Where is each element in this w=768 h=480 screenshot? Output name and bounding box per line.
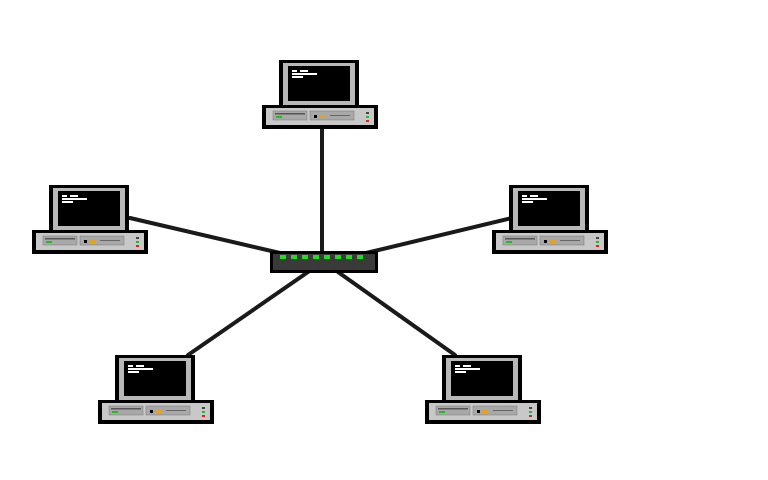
- port-led: [291, 255, 297, 259]
- computer-bottom-right: [425, 355, 541, 424]
- power-led: [112, 411, 118, 413]
- floppy-drive: [42, 235, 78, 246]
- monitor-screen: [518, 191, 580, 226]
- drive-detail: [493, 410, 513, 411]
- screen-text-line: [128, 365, 133, 367]
- power-led: [439, 411, 445, 413]
- monitor-screen: [288, 66, 350, 101]
- indicator-led: [529, 407, 532, 409]
- drive-slot: [45, 238, 75, 240]
- port-led: [280, 255, 286, 259]
- screen-text-line: [292, 70, 297, 72]
- drive-button: [150, 410, 153, 413]
- screen-text-line: [128, 368, 153, 370]
- screen-text-line: [522, 195, 527, 197]
- screen-text-line: [62, 195, 67, 197]
- floppy-drive: [272, 110, 308, 121]
- screen-text-line: [463, 365, 471, 367]
- computer-left: [32, 185, 148, 254]
- port-led: [324, 255, 330, 259]
- computer-top: [262, 60, 378, 129]
- port-led: [302, 255, 308, 259]
- screen-text-line: [455, 368, 480, 370]
- cable-bottom-left: [186, 270, 310, 357]
- drive-button: [544, 240, 547, 243]
- indicator-led: [366, 120, 369, 122]
- drive-button: [84, 240, 87, 243]
- screen-text-line: [62, 201, 73, 203]
- indicator-led: [596, 241, 599, 243]
- drive-button: [477, 410, 480, 413]
- port-led: [346, 255, 352, 259]
- floppy-drive: [502, 235, 538, 246]
- port-led: [357, 255, 363, 259]
- indicator-led: [202, 407, 205, 409]
- drive-button: [314, 115, 317, 118]
- computer-right: [492, 185, 608, 254]
- indicator-led: [136, 237, 139, 239]
- floppy-drive: [435, 405, 471, 416]
- activity-led: [319, 115, 325, 118]
- indicator-led: [596, 245, 599, 247]
- drive-slot: [505, 238, 535, 240]
- port-led: [335, 255, 341, 259]
- drive-slot: [275, 113, 305, 115]
- activity-led: [89, 240, 95, 243]
- drive-detail: [166, 410, 186, 411]
- indicator-led: [366, 112, 369, 114]
- screen-text-line: [70, 195, 78, 197]
- indicator-led: [529, 411, 532, 413]
- screen-text-line: [522, 201, 533, 203]
- screen-text-line: [455, 365, 460, 367]
- screen-text-line: [292, 73, 317, 75]
- drive-slot: [438, 408, 468, 410]
- floppy-drive: [108, 405, 144, 416]
- cable-bottom-right: [336, 270, 457, 357]
- screen-text-line: [522, 198, 547, 200]
- indicator-led: [202, 415, 205, 417]
- monitor-screen: [124, 361, 186, 396]
- activity-led: [549, 240, 555, 243]
- cable-left: [128, 216, 282, 255]
- drive-detail: [330, 115, 350, 116]
- monitor-screen: [451, 361, 513, 396]
- indicator-led: [136, 241, 139, 243]
- screen-text-line: [136, 365, 144, 367]
- indicator-led: [596, 237, 599, 239]
- port-led: [313, 255, 319, 259]
- screen-text-line: [530, 195, 538, 197]
- screen-text-line: [292, 76, 303, 78]
- power-led: [276, 116, 282, 118]
- screen-text-line: [128, 371, 139, 373]
- network-switch-icon: [270, 251, 378, 273]
- cable-right: [364, 216, 514, 255]
- computer-bottom-left: [98, 355, 214, 424]
- screen-text-line: [62, 198, 87, 200]
- indicator-led: [202, 411, 205, 413]
- activity-led: [155, 410, 161, 413]
- indicator-led: [136, 245, 139, 247]
- activity-led: [482, 410, 488, 413]
- indicator-led: [529, 415, 532, 417]
- power-led: [506, 241, 512, 243]
- drive-detail: [560, 240, 580, 241]
- screen-text-line: [300, 70, 308, 72]
- screen-text-line: [455, 371, 466, 373]
- drive-detail: [100, 240, 120, 241]
- indicator-led: [366, 116, 369, 118]
- drive-slot: [111, 408, 141, 410]
- power-led: [46, 241, 52, 243]
- monitor-screen: [58, 191, 120, 226]
